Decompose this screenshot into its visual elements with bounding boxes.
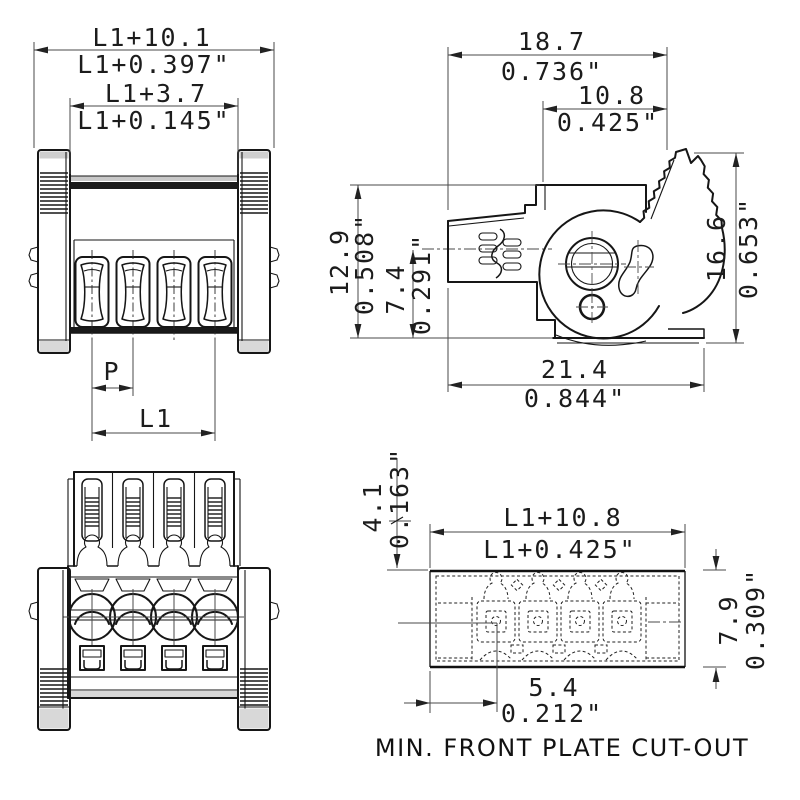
dim-cutout-height-in: 0.309" [741, 568, 770, 670]
side-view: 18.7 0.736" 10.8 0.425" 12.9 0.508" 7.4 … [325, 27, 763, 413]
dim-body-height-in: 0.508" [350, 213, 379, 315]
dim-plug-width-in: L1+0.145" [77, 106, 230, 135]
dim-total-depth-in: 0.844" [524, 384, 626, 413]
cutout-view: L1+10.8 L1+0.425" 4.1 0.163" 7.9 0.309" … [358, 447, 770, 762]
dim-overall-width-in: L1+0.397" [77, 50, 230, 79]
wire-clamp-symbol [478, 228, 522, 279]
dim-pitch-label: P [103, 357, 120, 386]
front-dimensions: L1+10.1 L1+0.397" L1+3.7 L1+0.145" P L1 [33, 23, 275, 441]
dim-front-depth-mm: 10.8 [578, 81, 646, 110]
test-point [576, 291, 608, 323]
dim-length-label: L1 [139, 404, 173, 433]
dim-width-in: 0.736" [501, 57, 603, 86]
dim-total-height-mm: 16.6 [702, 214, 731, 282]
dim-total-depth-mm: 21.4 [541, 355, 609, 384]
dim-center-height-in: 0.291" [407, 233, 436, 335]
dim-cutout-width-mm: L1+10.8 [503, 503, 622, 532]
dim-body-height-mm: 12.9 [325, 228, 354, 296]
dim-front-depth-in: 0.425" [557, 108, 659, 137]
dim-top-offset-in: 0.163" [385, 447, 414, 549]
locking-lever [538, 148, 726, 340]
dim-width-mm: 18.7 [518, 27, 586, 56]
front-right-flange [237, 149, 280, 354]
dim-plug-width-mm: L1+3.7 [105, 79, 207, 108]
cutout-caption: MIN. FRONT PLATE CUT-OUT [375, 734, 749, 762]
dim-overall-width-mm: L1+10.1 [92, 23, 211, 52]
dim-cutout-height-mm: 7.9 [714, 594, 743, 645]
front-left-flange [28, 149, 71, 354]
cutout-dimensions: L1+10.8 L1+0.425" 4.1 0.163" 7.9 0.309" … [358, 447, 770, 728]
screw-head [558, 231, 626, 299]
dim-center-height-mm: 7.4 [381, 263, 410, 314]
dim-cutout-width-in: L1+0.425" [483, 535, 636, 564]
front-view: L1+10.1 L1+0.397" L1+3.7 L1+0.145" P L1 [28, 23, 280, 441]
dim-first-pole-in: 0.212" [501, 699, 603, 728]
dim-first-pole-mm: 5.4 [528, 673, 579, 702]
dim-top-offset-mm: 4.1 [358, 481, 387, 532]
rear-left-flange [28, 567, 71, 731]
rear-right-flange [237, 567, 280, 731]
side-dimensions: 18.7 0.736" 10.8 0.425" 12.9 0.508" 7.4 … [325, 27, 763, 413]
dim-total-height-in: 0.653" [734, 197, 763, 299]
rear-view [28, 471, 280, 731]
